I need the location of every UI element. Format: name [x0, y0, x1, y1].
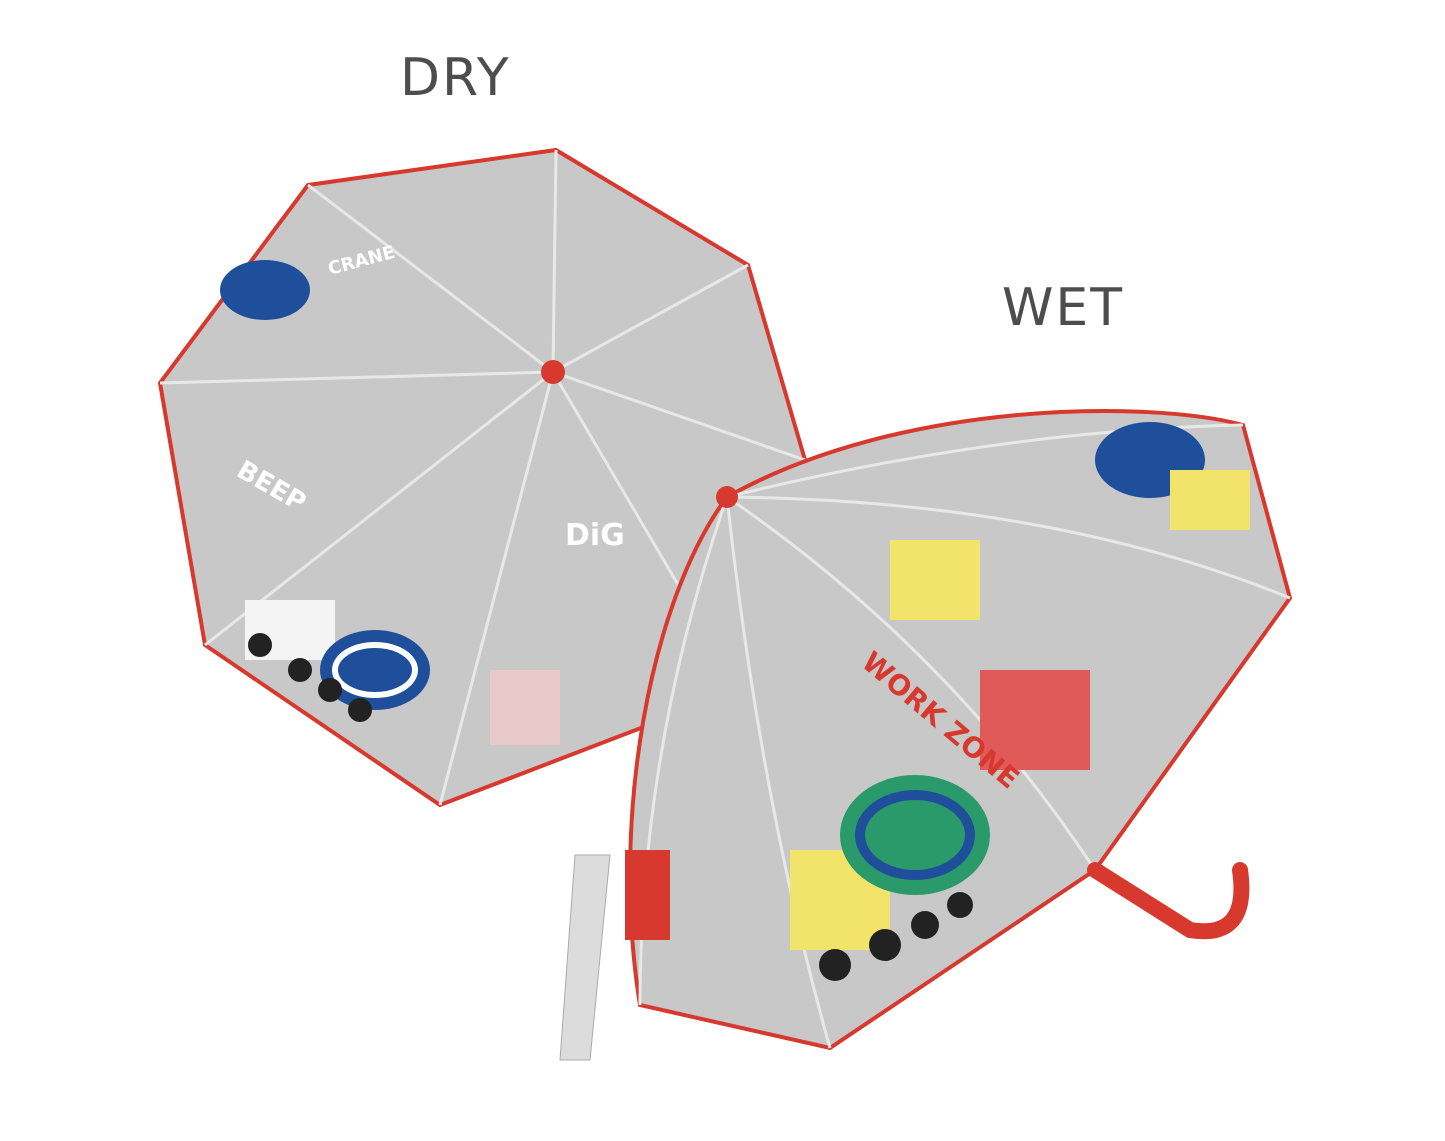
- wet-top-knob: [716, 486, 738, 508]
- wet-label: WET: [1002, 278, 1125, 338]
- strap: [559, 854, 611, 1061]
- wet-truck-cab: [1170, 470, 1250, 530]
- dry-cabin: [490, 670, 560, 745]
- red-handle: [1087, 862, 1250, 940]
- wet-umbrella: WORK ZONE: [625, 409, 1293, 1051]
- dry-label: DRY: [400, 48, 511, 108]
- dry-umbrella: DiG CRANE BEEP: [157, 147, 808, 808]
- wet-mixer-truck: [790, 775, 990, 981]
- dry-top-knob: [541, 360, 565, 384]
- wet-cabin: [980, 670, 1090, 770]
- print-dig: DiG: [565, 518, 625, 553]
- dry-mixer-truck: [245, 600, 430, 722]
- dry-mixer-drum: [220, 260, 310, 320]
- wet-red-cabin: [625, 850, 670, 940]
- wet-digger: [890, 540, 980, 620]
